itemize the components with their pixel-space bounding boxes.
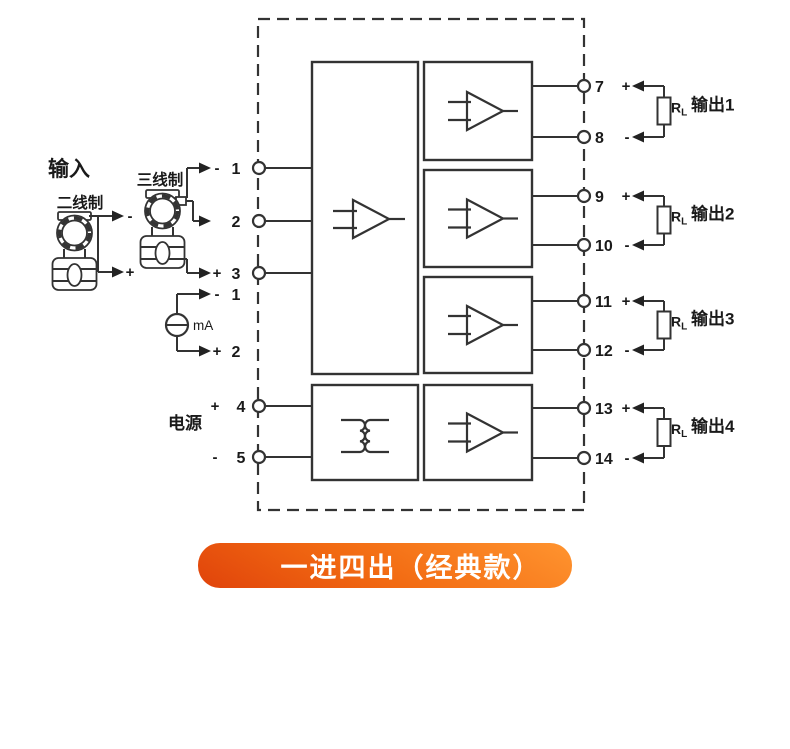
output-3-label: 输出3: [691, 309, 734, 329]
ma-terminal-1-sign: -: [215, 286, 220, 303]
terminal-3-sign: +: [213, 265, 222, 282]
terminal-11-number: 11: [595, 294, 612, 311]
terminal-7-circle: [576, 78, 592, 94]
load-resistor-2: [656, 205, 672, 235]
terminal-1-sign: -: [215, 160, 220, 177]
ma-source-label: mA: [193, 318, 213, 333]
transformer-coil-icon: [341, 418, 389, 454]
output-4-load-circuit: 13 14 + - RL 输出4: [595, 400, 735, 468]
terminal-2-number: 2: [232, 214, 241, 231]
terminal-4-number: 4: [237, 399, 246, 416]
output-block-wires: [532, 85, 578, 459]
two-wire-label: 二线制: [57, 193, 104, 212]
three-wire-label: 三线制: [137, 170, 184, 189]
amplifier-icon: [448, 411, 518, 454]
banner-title: 一进四出（经典款）: [280, 553, 542, 583]
ma-terminal-2-number: 2: [232, 344, 241, 361]
isolation-boundary: [256, 17, 586, 512]
arrow-left-icon: [632, 402, 644, 414]
terminal-11-circle: [576, 293, 592, 309]
output-4-label: 输出4: [691, 416, 735, 436]
input-block-wires: [265, 167, 312, 458]
arrow-left-icon: [632, 295, 644, 307]
two-wire-minus-sign: -: [128, 208, 133, 225]
terminal-5-sign: -: [213, 449, 218, 466]
terminal-14-number: 14: [595, 451, 613, 468]
arrow-right-icon: [199, 162, 211, 174]
ma-source-circuit: mA: [164, 288, 213, 357]
arrow-left-icon: [632, 452, 644, 464]
terminal-7-sign: +: [622, 78, 631, 95]
ma-terminal-1-number: 1: [232, 287, 241, 304]
terminal-9-sign: +: [622, 188, 631, 205]
terminal-9-number: 9: [595, 189, 604, 206]
terminal-13-sign: +: [622, 400, 631, 417]
ma-terminal-2-sign: +: [213, 343, 222, 360]
terminal-12-number: 12: [595, 343, 613, 360]
arrow-right-icon: [199, 267, 211, 279]
product-banner: 一进四出（经典款）: [198, 543, 572, 588]
load-resistor-label: RL: [671, 314, 687, 333]
terminal-3-circle: [251, 265, 267, 281]
terminal-14-circle: [576, 450, 592, 466]
arrow-left-icon: [632, 190, 644, 202]
arrow-left-icon: [632, 131, 644, 143]
arrow-right-icon: [112, 266, 124, 278]
arrow-right-icon: [199, 345, 211, 357]
arrow-left-icon: [632, 80, 644, 92]
terminal-9-circle: [576, 188, 592, 204]
terminal-10-number: 10: [595, 238, 613, 255]
two-wire-transmitter-icon: [51, 211, 98, 291]
amplifier-icon: [448, 90, 518, 132]
terminal-5-number: 5: [237, 450, 246, 467]
amplifier-icon: [448, 304, 518, 346]
terminal-1-number: 1: [232, 161, 241, 178]
amplifier-icon: [333, 198, 405, 240]
input-section-label: 输入: [48, 157, 90, 181]
load-resistor-3: [656, 310, 672, 340]
arrow-right-icon: [199, 215, 211, 227]
terminal-8-number: 8: [595, 130, 604, 147]
terminal-4-sign: +: [211, 398, 220, 415]
terminal-1-circle: [251, 160, 267, 176]
terminal-11-sign: +: [622, 293, 631, 310]
terminal-10-circle: [576, 237, 592, 253]
output-2-load-circuit: 9 10 + - RL 输出2: [595, 188, 734, 255]
load-resistor-label: RL: [671, 209, 687, 228]
terminal-10-sign: -: [625, 237, 630, 254]
terminal-13-number: 13: [595, 401, 613, 418]
two-wire-plus-sign: +: [126, 264, 135, 281]
terminal-5-circle: [251, 449, 267, 465]
terminal-8-circle: [576, 129, 592, 145]
terminal-4-circle: [251, 398, 267, 414]
terminal-2-circle: [251, 213, 267, 229]
terminal-14-sign: -: [625, 450, 630, 467]
terminal-12-circle: [576, 342, 592, 358]
arrow-left-icon: [632, 344, 644, 356]
load-resistor-1: [656, 96, 672, 126]
power-label: 电源: [168, 413, 202, 433]
output-1-load-circuit: 7 8 + - RL 输出1: [595, 78, 734, 147]
load-resistor-label: RL: [671, 421, 687, 440]
output-3-load-circuit: 11 12 + - RL 输出3: [595, 293, 734, 360]
terminal-13-circle: [576, 400, 592, 416]
load-resistor-4: [656, 418, 672, 447]
three-wire-transmitter-icon: [139, 189, 187, 269]
load-resistor-label: RL: [671, 100, 687, 119]
arrow-right-icon: [112, 210, 124, 222]
terminal-3-number: 3: [232, 266, 241, 283]
amplifier-icon: [448, 197, 518, 240]
arrow-left-icon: [632, 239, 644, 251]
two-wire-connection-wires: [89, 210, 124, 278]
output-1-label: 输出1: [691, 95, 734, 115]
three-wire-connection-wires: [184, 162, 211, 279]
terminal-12-sign: -: [625, 342, 630, 359]
output-2-label: 输出2: [691, 204, 734, 224]
terminal-8-sign: -: [625, 129, 630, 146]
wiring-diagram-canvas: mA 输入 二线制 三线制 电源 - + - 1 2 + 3 - 1 + 2 +…: [48, 17, 735, 512]
terminal-7-number: 7: [595, 79, 604, 96]
arrow-right-icon: [199, 288, 211, 300]
